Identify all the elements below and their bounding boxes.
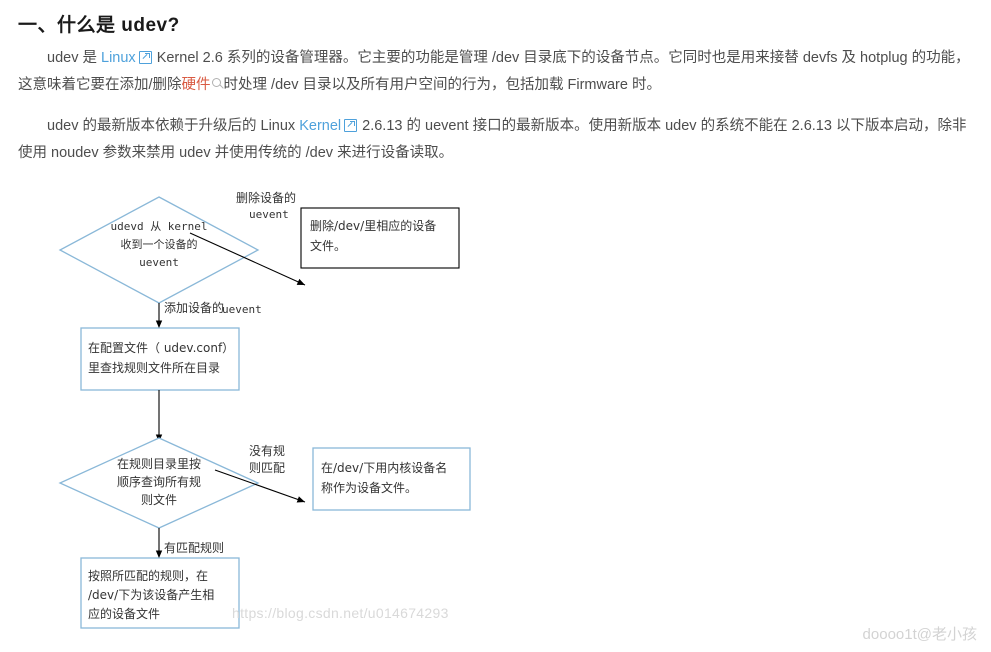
link-linux[interactable]: Linux	[101, 50, 136, 66]
flow-edge-nomatch	[214, 469, 306, 503]
flow-node-rules-line1: 在规则目录里按	[117, 456, 201, 471]
external-link-icon-2	[344, 118, 358, 132]
flow-edge-nomatch-label2: 则匹配	[249, 461, 285, 475]
paragraph-1: udev 是 Linux Kernel 2.6 系列的设备管理器。它主要的功能是…	[18, 45, 970, 99]
flow-node-nomatch-action: 在/dev/下用内核设备名 称作为设备文件。	[312, 447, 471, 511]
flow-edge-match-label: 有匹配规则	[164, 540, 224, 555]
flow-edge-add-label1: 添加设备的	[164, 300, 224, 315]
flow-node-delete-action: 删除/dev/里相应的设备 文件。	[300, 207, 460, 269]
flow-node-start-line2: 收到一个设备的	[121, 237, 198, 251]
flow-node-conf-line2: 里查找规则文件所在目录	[88, 360, 220, 375]
paragraph-2-text-1: udev 的最新版本依赖于升级后的 Linux	[47, 118, 300, 134]
flow-node-nomatch-action-line2: 称作为设备文件。	[321, 480, 417, 495]
watermark-brand: doooo1t@老小孩	[862, 626, 977, 643]
flow-node-match-action-line1: 按照所匹配的规则，在	[88, 568, 208, 583]
highlight-hardware: 硬件	[181, 77, 211, 93]
paragraph-2: udev 的最新版本依赖于升级后的 Linux Kernel 2.6.13 的 …	[18, 113, 970, 167]
watermark-url: https://blog.csdn.net/u014674293	[232, 605, 449, 621]
page-title: 一、什么是 udev?	[18, 15, 180, 36]
search-icon[interactable]	[211, 78, 224, 90]
flow-node-start-line3: uevent	[139, 256, 179, 269]
flow-node-match-action-line3: 应的设备文件	[88, 606, 160, 621]
flow-edge-add-label2: uevent	[222, 303, 262, 316]
flow-node-start-line1: udevd 从 kernel	[110, 220, 207, 233]
flow-edge-nomatch-label1: 没有规	[249, 443, 285, 458]
flow-edge-delete-label1: 删除设备的	[236, 190, 296, 205]
flow-edge-delete-label2: uevent	[249, 208, 289, 221]
flow-node-rules-line2: 顺序查询所有规	[117, 474, 201, 489]
flow-node-match-action: 按照所匹配的规则，在 /dev/下为该设备产生相 应的设备文件	[80, 557, 240, 629]
paragraph-1-text-1: udev 是	[47, 50, 101, 66]
udev-flowchart: udevd 从 kernel 收到一个设备的 uevent 删除设备的 ueve…	[0, 180, 620, 640]
flow-node-start: udevd 从 kernel 收到一个设备的 uevent	[58, 196, 260, 304]
flow-node-delete-action-line2: 文件。	[310, 238, 346, 253]
link-kernel[interactable]: Kernel	[299, 118, 342, 134]
flow-node-match-action-line2: /dev/下为该设备产生相	[88, 588, 214, 602]
flow-node-nomatch-action-line1: 在/dev/下用内核设备名	[321, 460, 447, 475]
paragraph-1-text-3: 时处理 /dev 目录以及所有用户空间的行为，包括加载 Firmware 时。	[223, 77, 661, 93]
external-link-icon	[138, 50, 152, 64]
paragraph-2-text-2: 2.6.13 的 uevent 接口的最新版本。使用新版本 udev 的系统不能…	[18, 118, 967, 161]
flow-node-rules: 在规则目录里按 顺序查询所有规 则文件	[58, 437, 260, 529]
flow-node-conf: 在配置文件（ udev.conf） 里查找规则文件所在目录	[80, 327, 240, 391]
flow-node-delete-action-line1: 删除/dev/里相应的设备	[310, 218, 436, 233]
flow-edge-delete	[189, 232, 306, 286]
flow-node-rules-line3: 则文件	[141, 492, 177, 507]
paragraph-1-text-2: Kernel 2.6 系列的设备管理器。它主要的功能是管理 /dev 目录底下的…	[18, 50, 970, 93]
flow-node-conf-line1: 在配置文件（ udev.conf）	[88, 340, 234, 355]
